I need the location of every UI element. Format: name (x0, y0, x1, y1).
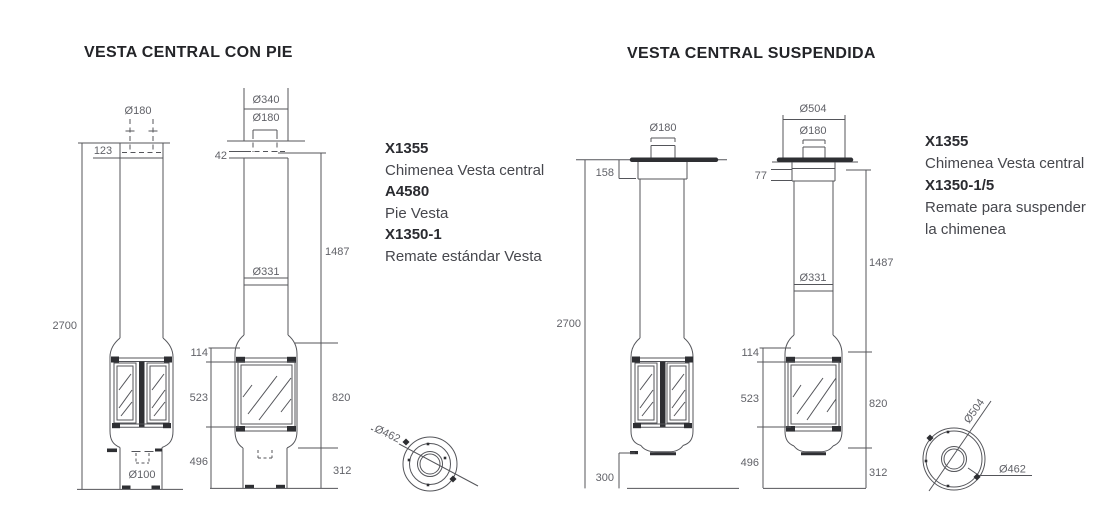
dim-cap-height: 123 (94, 145, 112, 157)
dim-base-diameter: Ø100 (129, 469, 156, 481)
dim-total-height: 2700 (557, 318, 581, 330)
dim-lower-height: 496 (741, 457, 759, 469)
glass-hatch (118, 373, 166, 417)
glass-hatch (242, 375, 292, 421)
product-desc: Pie Vesta (385, 204, 449, 222)
product-desc: Remate para suspender la chimenea (925, 199, 1086, 238)
dim-glass-height: 523 (741, 393, 759, 405)
dim-cap-step: 42 (215, 150, 227, 162)
dim-top-height: 114 (741, 347, 759, 359)
clamp-tab (402, 438, 410, 446)
fig-suspendida-front-view: Ø504 Ø180 77 1487 Ø331 114 523 496 820 3… (739, 101, 895, 489)
product-code: X1355 (925, 133, 969, 150)
fig-suspendida-top-view: Ø504 Ø462 (922, 395, 1032, 492)
dim-pipe-diameter: Ø331 (253, 266, 280, 278)
glass-hatch (639, 373, 686, 417)
dim-flue-length: 1487 (869, 257, 893, 269)
product-info-con-pie: X1355 Chimenea Vesta central A4580 Pie V… (385, 138, 595, 267)
dim-body-diameter: Ø462 (373, 423, 402, 445)
dim-cap-diameter: Ø340 (253, 94, 280, 106)
dim-flue-diameter: Ø180 (650, 122, 677, 134)
dim-lower-height: 496 (190, 456, 208, 468)
fig-con-pie-side-view: Ø180 123 2700 Ø100 (51, 103, 183, 490)
product-desc: Chimenea Vesta central (385, 161, 545, 179)
clamp-tab (926, 434, 934, 442)
dim-flue-diameter: Ø180 (125, 105, 152, 117)
leader-line (370, 428, 479, 487)
dim-flue-diameter: Ø180 (800, 125, 827, 137)
dim-plate-diameter: Ø504 (800, 103, 827, 115)
product-info-suspendida: X1355 Chimenea Vesta central X1350-1/5 R… (925, 131, 1097, 241)
dim-total-height: 2700 (53, 320, 77, 332)
product-desc: Chimenea Vesta central (925, 155, 1085, 172)
dim-body-height: 820 (332, 392, 350, 404)
product-desc: Remate estándar Vesta (385, 247, 542, 265)
dim-flue-diameter: Ø180 (253, 112, 280, 124)
product-code: X1350-1 (385, 226, 442, 243)
product-code: X1350-1/5 (925, 177, 995, 194)
section-title-con-pie: VESTA CENTRAL CON PIE (84, 44, 293, 61)
door-mullion (660, 361, 666, 428)
dim-body-height: 820 (869, 398, 887, 410)
dim-collar-height: 77 (755, 170, 767, 182)
dim-base-height: 312 (333, 465, 351, 477)
dim-top-height: 114 (190, 347, 208, 359)
product-code: A4580 (385, 183, 430, 200)
section-title-suspendida: VESTA CENTRAL SUSPENDIDA (627, 45, 876, 62)
fig-suspendida-side-view: Ø180 158 2700 300 (555, 120, 739, 489)
dim-floor-gap: 300 (596, 472, 614, 484)
door-mullion (139, 361, 145, 428)
dim-body-diameter: Ø462 (999, 464, 1026, 476)
fig-con-pie-front-view: Ø340 Ø180 42 1487 Ø331 114 523 496 820 3… (188, 88, 353, 489)
clamp-tab (973, 473, 981, 481)
fig-con-pie-top-view: Ø462 (370, 421, 479, 492)
product-code: X1355 (385, 140, 429, 157)
dim-glass-height: 523 (190, 392, 208, 404)
leader-line (928, 400, 992, 492)
dim-ceiling-offset: 158 (596, 167, 614, 179)
glass-hatch (792, 377, 837, 421)
dim-pipe-diameter: Ø331 (800, 272, 827, 284)
dim-flue-length: 1487 (325, 246, 349, 258)
dim-base-height: 312 (869, 467, 887, 479)
clamp-tab (449, 475, 457, 483)
